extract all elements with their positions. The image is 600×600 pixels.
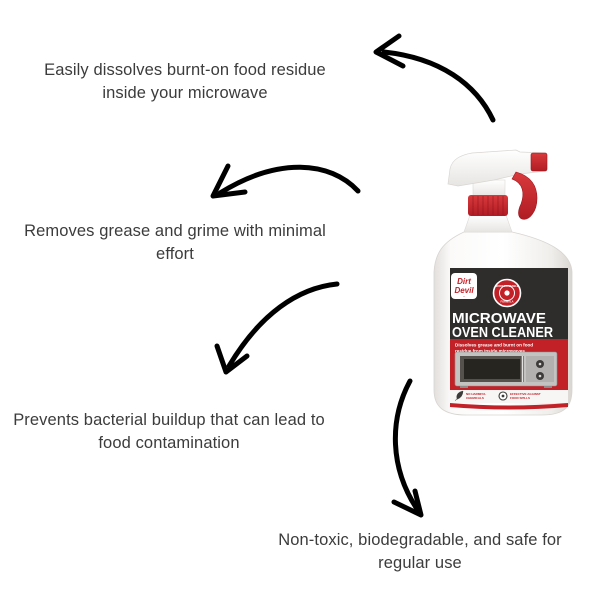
- product-title-line1: MICROWAVE: [452, 310, 546, 327]
- product-image: Dirt Devil ~ BIODEGRADABLE FORMULA MICRO…: [433, 149, 573, 416]
- label-red-stripe: [450, 403, 568, 410]
- callout-non-toxic: Non-toxic, biodegradable, and safe for r…: [240, 529, 600, 575]
- callout-line: Prevents bacterial buildup that can lead…: [13, 411, 325, 429]
- brand-line2: Devil: [454, 286, 474, 295]
- microwave-image: [454, 351, 558, 388]
- brand-line1: Dirt: [457, 277, 471, 286]
- callout-line: regular use: [378, 554, 462, 572]
- product-title-line2: OVEN CLEANER: [452, 324, 553, 341]
- footer-right-line1: EFFECTIVE AGAINST: [510, 392, 541, 396]
- biodegradable-badge: BIODEGRADABLE FORMULA: [492, 278, 522, 308]
- badge-line2: FORMULA: [501, 300, 514, 304]
- label-subtitle-line1: Dissolves grease and burnt on food: [455, 343, 533, 348]
- callout-removes-grease: Removes grease and grime with minimal ef…: [10, 220, 340, 266]
- leaf-icon: [454, 390, 464, 401]
- curved-arrow-lower-icon: [214, 281, 340, 375]
- target-icon-dot: [501, 394, 505, 398]
- spray-head: [447, 149, 547, 187]
- nozzle-tip: [530, 152, 548, 172]
- curved-arrow-top-icon: [373, 33, 496, 123]
- badge-line1: BIODEGRADABLE: [496, 284, 519, 288]
- callout-line: effort: [156, 245, 194, 263]
- collar-ring: [468, 195, 508, 216]
- brand-logo: Dirt Devil ~: [451, 273, 477, 299]
- label-footer: NO HARMFUL CHEMICALS EFFECTIVE AGAINST F…: [450, 390, 568, 410]
- callout-line: inside your microwave: [102, 84, 268, 102]
- brand-mark: ~: [463, 294, 466, 299]
- bottle-neck: [463, 214, 513, 233]
- callout-line: Removes grease and grime with minimal: [24, 222, 326, 240]
- label-red-band: Dissolves grease and burnt on food resid…: [450, 339, 568, 390]
- callout-prevents-bacteria: Prevents bacterial buildup that can lead…: [3, 409, 335, 455]
- curved-arrow-middle-icon: [210, 163, 361, 199]
- callout-line: food contamination: [98, 434, 240, 452]
- callout-dissolves-residue: Easily dissolves burnt-on food residue i…: [20, 59, 350, 105]
- footer-right-line2: FOOD SPILLS: [510, 396, 530, 400]
- footer-left-line1: NO HARMFUL: [466, 392, 486, 396]
- trigger: [511, 171, 538, 220]
- curved-arrow-bottom-icon: [391, 378, 424, 518]
- label-header: Dirt Devil ~ BIODEGRADABLE FORMULA MICRO…: [450, 268, 568, 341]
- label-subtitle-line2: residue from inside microwaves: [455, 349, 525, 354]
- footer-left-line2: CHEMICALS: [466, 396, 484, 400]
- callout-line: Easily dissolves burnt-on food residue: [44, 61, 326, 79]
- callout-line: Non-toxic, biodegradable, and safe for: [278, 531, 562, 549]
